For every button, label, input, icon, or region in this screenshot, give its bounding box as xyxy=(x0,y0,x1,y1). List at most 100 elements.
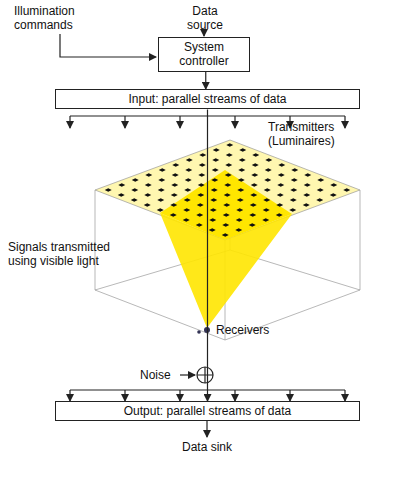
luminaire-dot xyxy=(224,183,231,187)
noise-label: Noise xyxy=(140,368,178,382)
luminaire-dot xyxy=(211,178,218,182)
luminaire-dot xyxy=(158,188,165,192)
luminaire-dot xyxy=(304,173,311,177)
light-cone xyxy=(160,213,292,328)
luminaire-dot xyxy=(186,158,193,162)
luminaire-dot xyxy=(171,193,178,197)
luminaire-dot xyxy=(198,173,205,177)
luminaire-dot xyxy=(159,168,166,172)
luminaire-dot xyxy=(237,188,244,192)
luminaire-dot xyxy=(197,193,204,197)
luminaire-dot xyxy=(316,198,323,202)
luminaire-dot xyxy=(236,218,243,222)
luminaire-dot xyxy=(158,178,165,182)
luminaire-dot xyxy=(250,203,257,207)
luminaire-dot xyxy=(289,208,296,212)
axes-frame xyxy=(95,140,360,340)
luminaire-dot xyxy=(198,183,205,187)
luminaire-dot xyxy=(239,158,246,162)
luminaire-dot xyxy=(343,188,350,192)
luminaire-dot xyxy=(263,198,270,202)
node-text: System controller xyxy=(165,40,243,69)
luminaire-dot xyxy=(251,183,258,187)
luminaire-dot xyxy=(249,213,256,217)
luminaire-dot xyxy=(317,178,324,182)
luminaire-dot xyxy=(290,198,297,202)
luminaire-dot xyxy=(209,228,216,232)
node-text: Output: parallel streams of data xyxy=(62,404,353,418)
luminaire-dot xyxy=(238,168,245,172)
input-label: Data source xyxy=(180,4,230,33)
receiver-symbol xyxy=(197,330,201,334)
luminaire-dot xyxy=(291,178,298,182)
luminaire-dot xyxy=(185,168,192,172)
luminaire-dot xyxy=(264,178,271,182)
luminaire-dot xyxy=(145,183,152,187)
sink-arrow xyxy=(206,420,207,437)
luminaire-dot xyxy=(249,223,256,227)
luminaire-dot xyxy=(223,213,230,217)
luminaire-dot xyxy=(144,193,151,197)
luminaire-dot xyxy=(172,163,179,167)
luminaire-dot xyxy=(250,193,257,197)
luminaire-dot xyxy=(252,153,259,157)
luminaire-dot xyxy=(291,168,298,172)
luminaire-dot xyxy=(212,168,219,172)
luminaire-dot xyxy=(210,198,217,202)
luminaire-dot xyxy=(238,178,245,182)
source-arrow xyxy=(203,32,204,36)
luminaire-dot xyxy=(278,173,285,177)
luminaire-dot xyxy=(184,188,191,192)
luminaire-dot xyxy=(209,218,216,222)
luminaire-dot xyxy=(183,218,190,222)
output-label: Data sink xyxy=(180,440,234,454)
adder-plus xyxy=(197,367,213,383)
flow-arrow xyxy=(205,72,206,89)
noise-adder xyxy=(197,367,213,383)
luminaire-dot xyxy=(222,233,229,237)
luminaire-dot xyxy=(145,173,152,177)
luminaire-dot xyxy=(222,223,229,227)
controller-box: System controller xyxy=(158,37,250,72)
signal-label: Signals transmitted using visible light xyxy=(8,240,138,269)
luminaire-dot xyxy=(265,158,272,162)
luminaire-dot xyxy=(118,183,125,187)
flow-arrow xyxy=(207,109,208,401)
luminaire-dot xyxy=(118,193,125,197)
part-label: Transmitters (Luminaires) xyxy=(268,120,358,149)
luminaire-dot xyxy=(225,163,232,167)
luminaire-dot xyxy=(276,213,283,217)
luminaire-dot xyxy=(212,158,219,162)
luminaire-dot xyxy=(210,208,217,212)
luminaire-dot xyxy=(199,163,206,167)
luminaire-dot xyxy=(237,198,244,202)
luminaire-dot xyxy=(183,208,190,212)
luminaire-dot xyxy=(225,173,232,177)
transmitter-dots xyxy=(105,143,351,237)
luminaire-dot xyxy=(239,148,246,152)
luminaire-dot xyxy=(290,188,297,192)
luminaire-dot xyxy=(236,208,243,212)
luminaire-dot xyxy=(157,208,164,212)
luminaire-dot xyxy=(330,183,337,187)
luminaire-dot xyxy=(304,183,311,187)
luminaire-dot xyxy=(277,193,284,197)
luminaire-dot xyxy=(197,203,204,207)
luminaire-dot xyxy=(157,198,164,202)
luminaire-dot xyxy=(264,188,271,192)
luminaire-dot xyxy=(278,163,285,167)
node-text: Input: parallel streams of data xyxy=(62,92,353,106)
luminaire-dot xyxy=(235,228,242,232)
command-arrow xyxy=(60,34,156,57)
luminaire-dot xyxy=(303,193,310,197)
stream-box: Output: parallel streams of data xyxy=(55,401,360,421)
luminaire-dot xyxy=(131,198,138,202)
luminaire-dot xyxy=(132,178,139,182)
luminaire-dot xyxy=(131,188,138,192)
luminaire-dot xyxy=(263,208,270,212)
luminaire-dot xyxy=(213,148,220,152)
luminaire-dot xyxy=(317,188,324,192)
luminaire-dot xyxy=(252,163,259,167)
luminaire-dot xyxy=(265,168,272,172)
luminaire-dot xyxy=(199,153,206,157)
